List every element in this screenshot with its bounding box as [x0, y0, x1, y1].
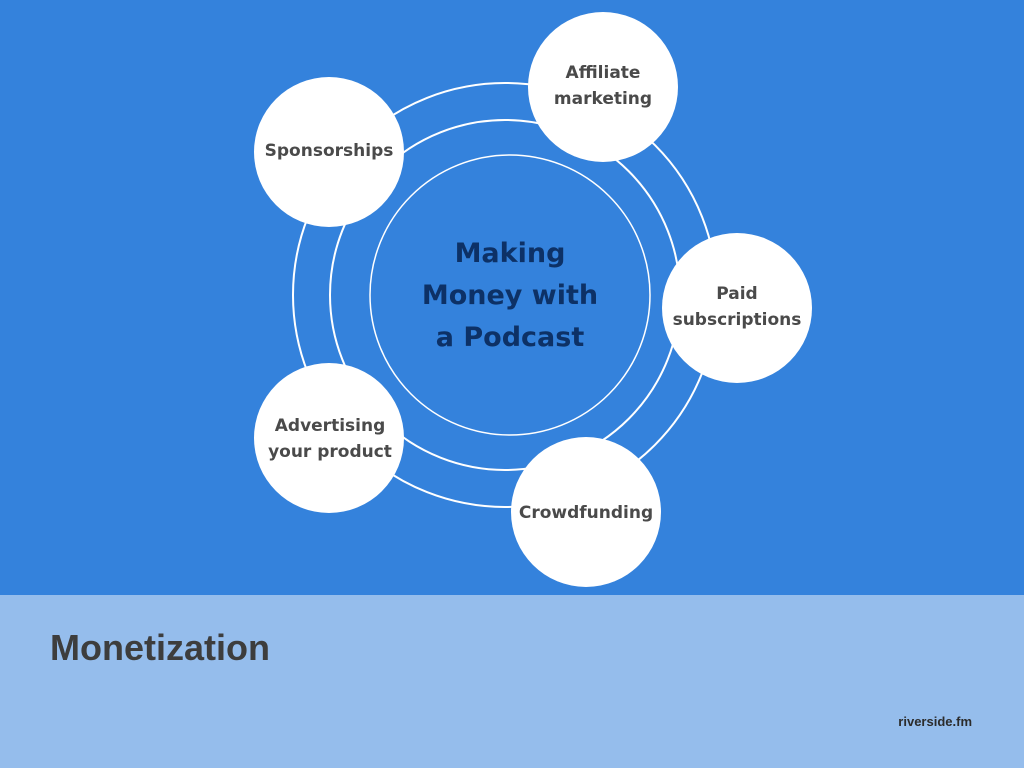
node-label-sponsorships: Sponsorships: [264, 141, 394, 161]
node-circle-paid-subscriptions: [662, 233, 812, 383]
brand-logo-text: riverside.fm: [898, 714, 972, 729]
footer-band: [0, 595, 1024, 768]
center-title: Making Money with a Podcast: [421, 238, 599, 353]
section-title: Monetization: [50, 627, 270, 668]
cycle-diagram: [254, 12, 812, 587]
node-circle-advertising: [254, 363, 404, 513]
node-label-crowdfunding: Crowdfunding: [518, 503, 654, 523]
node-circle-affiliate-marketing: [528, 12, 678, 162]
node-circle-crowdfunding: [511, 437, 661, 587]
node-circle-sponsorships: [254, 77, 404, 227]
node-label-advertising: Advertising your product: [268, 416, 392, 462]
diagram-panel: Making Money with a Podcast Affiliate ma…: [0, 0, 1024, 595]
center-circle: [369, 154, 651, 436]
node-label-affiliate-marketing: Affiliate marketing: [553, 63, 653, 109]
node-label-paid-subscriptions: Paid subscriptions: [672, 284, 802, 330]
